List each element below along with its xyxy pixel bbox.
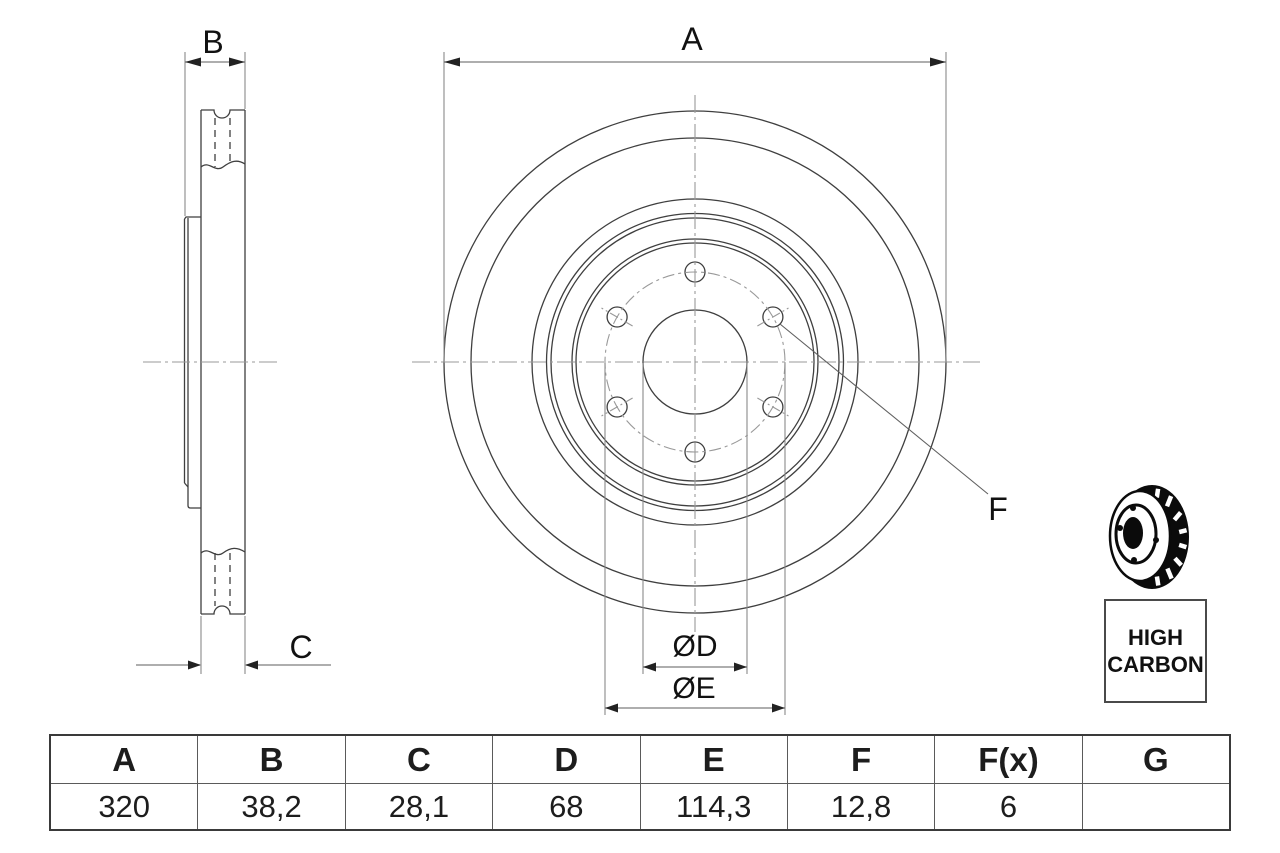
- spec-value-e: 114,3: [639, 783, 788, 830]
- break-line-top: [200, 160, 246, 170]
- spec-header-c: C: [344, 735, 494, 784]
- high-carbon-badge: HIGH CARBON: [1104, 599, 1207, 703]
- spec-value-a: 320: [49, 783, 199, 830]
- dimension-a: A: [443, 21, 947, 362]
- front-view-centerlines: [412, 95, 980, 632]
- callout-f-leader-line: [779, 323, 989, 495]
- dimension-e: ØE: [604, 363, 786, 715]
- spec-table-value-row: 320 38,2 28,1 68 114,3 12,8 6: [49, 783, 1231, 830]
- callout-f: F: [779, 323, 1008, 527]
- dimension-a-arrow-left: [444, 57, 460, 67]
- dimension-c: C: [136, 616, 331, 674]
- dimension-c-arrow-left: [188, 660, 201, 670]
- bottom-edge-vent-notch: [201, 605, 245, 615]
- spec-header-b: B: [197, 735, 346, 784]
- callout-f-label: F: [988, 491, 1008, 527]
- dimension-e-extension-lines: [604, 363, 786, 715]
- break-line-bottom: [200, 547, 246, 556]
- dimension-d-label: ØD: [673, 630, 718, 663]
- dimension-d: ØD: [642, 363, 748, 674]
- dimension-b-label: B: [202, 24, 223, 60]
- bolt-dots: [1117, 505, 1159, 563]
- dimension-b-arrow-right: [229, 57, 245, 67]
- dimension-d-arrow-left: [643, 662, 656, 672]
- spec-header-a: A: [49, 735, 199, 784]
- bolt-holes: [606, 261, 784, 463]
- dimension-d-arrow-right: [734, 662, 747, 672]
- dimension-e-label: ØE: [672, 672, 715, 705]
- dimension-b-arrow-left: [185, 57, 201, 67]
- center-bore: [1123, 517, 1143, 549]
- dimension-b: B: [184, 24, 246, 216]
- spec-header-g: G: [1081, 735, 1231, 784]
- spec-table-header-row: A B C D E F F(x) G: [49, 735, 1231, 784]
- high-carbon-line1: HIGH: [1128, 625, 1183, 650]
- spec-header-fx: F(x): [934, 735, 1083, 784]
- dimension-e-arrow-right: [772, 703, 785, 713]
- vent-slots: [1154, 488, 1188, 586]
- dimension-c-arrow-right: [245, 660, 258, 670]
- top-edge-vent-notch: [201, 109, 245, 119]
- spec-header-d: D: [492, 735, 641, 784]
- spec-value-fx: 6: [934, 783, 1083, 830]
- spec-value-d: 68: [492, 783, 641, 830]
- bolt-hole-radial-centerlines: [601, 307, 789, 417]
- dimension-c-label: C: [289, 629, 312, 665]
- dimension-c-extension-lines: [200, 616, 246, 674]
- spec-header-e: E: [639, 735, 788, 784]
- dimension-e-arrow-left: [605, 703, 618, 713]
- dimension-d-extension-lines: [642, 363, 748, 674]
- spec-value-c: 28,1: [344, 783, 494, 830]
- vent-channel-hidden-lines: [214, 118, 231, 606]
- dimension-a-extension-lines: [443, 52, 947, 362]
- dimension-a-arrow-right: [930, 57, 946, 67]
- spec-table: A B C D E F F(x) G 320 38,2 28,1 68 114,…: [49, 734, 1231, 831]
- brake-disc-icon: [1108, 485, 1189, 589]
- spec-value-g: [1081, 783, 1231, 830]
- spec-header-f: F: [786, 735, 936, 784]
- spec-value-b: 38,2: [197, 783, 346, 830]
- high-carbon-line2: CARBON: [1107, 652, 1204, 677]
- spec-value-f: 12,8: [786, 783, 936, 830]
- dimension-a-label: A: [681, 21, 703, 57]
